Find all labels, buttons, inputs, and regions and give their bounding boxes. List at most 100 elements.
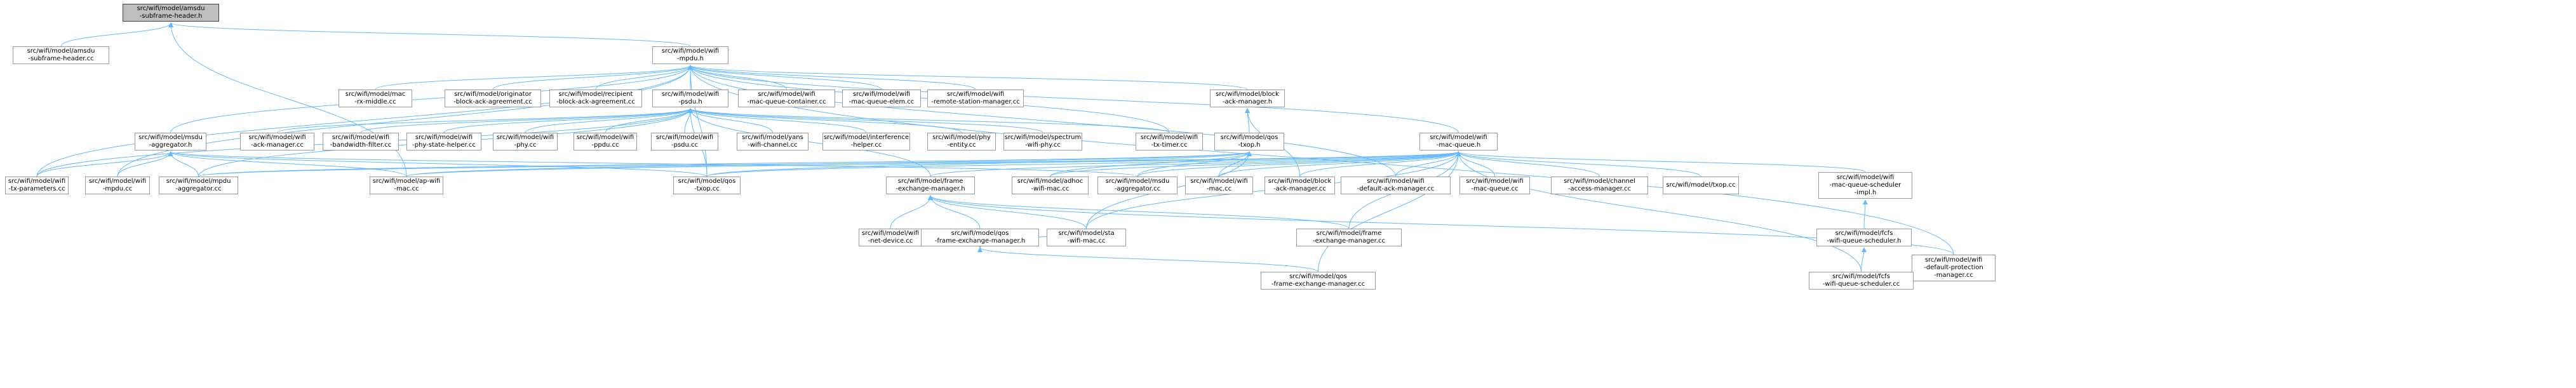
node-label-line: src/wifi/model/spectrum: [1004, 134, 1082, 141]
node-wifi-mac-queue-h[interactable]: src/wifi/model/wifi-mac-queue.h: [1419, 133, 1498, 151]
node-fcfs-wifi-queue-scheduler-h[interactable]: src/wifi/model/fcfs-wifi-queue-scheduler…: [1816, 229, 1912, 246]
node-wifi-remote-station-manager-cc[interactable]: src/wifi/model/wifi-remote-station-manag…: [927, 90, 1024, 107]
include-edge: [688, 108, 773, 133]
node-label-line: -wifi-queue-scheduler.h: [1827, 237, 1902, 244]
include-edge: [688, 108, 962, 133]
node-label-line: -psdu.cc: [671, 142, 699, 149]
include-edge: [1299, 151, 1461, 177]
include-edge: [688, 108, 1170, 133]
node-label-line: src/wifi/model/amsdu: [27, 48, 95, 55]
node-label-line: src/wifi/model/wifi: [88, 178, 147, 185]
node-label-line: -mac-queue-elem.cc: [849, 98, 915, 105]
node-wifi-net-device-cc[interactable]: src/wifi/model/wifi-net-device.cc: [859, 229, 922, 246]
node-channel-access-manager-cc[interactable]: src/wifi/model/channel-access-manager.cc: [1551, 177, 1648, 194]
include-edge: [36, 65, 693, 177]
node-label-line: src/wifi/model/wifi: [332, 134, 390, 141]
node-label-line: -mac-queue.h: [1436, 142, 1481, 149]
node-label-line: src/wifi/model/wifi: [415, 134, 473, 141]
node-interference-helper-cc[interactable]: src/wifi/model/interference-helper.cc: [822, 133, 910, 151]
node-wifi-bandwidth-filter-cc[interactable]: src/wifi/model/wifi-bandwidth-filter.cc: [323, 133, 399, 151]
node-mac-rx-middle-cc[interactable]: src/wifi/model/mac-rx-middle.cc: [339, 90, 412, 107]
node-label-line: src/wifi/model/wifi: [1190, 178, 1248, 185]
include-edge: [688, 65, 787, 90]
include-edge: [525, 108, 693, 133]
include-edge: [930, 151, 1461, 177]
node-amsdu-subframe-header-cc[interactable]: src/wifi/model/amsdu-subframe-header.cc: [13, 46, 109, 64]
node-block-ack-manager-cc[interactable]: src/wifi/model/block-ack-manager.cc: [1265, 177, 1335, 194]
node-label-line: -subframe-header.h: [139, 13, 203, 20]
node-wifi-mac-queue-container-cc[interactable]: src/wifi/model/wifi-mac-queue-container.…: [738, 90, 835, 107]
node-wifi-mpdu-cc[interactable]: src/wifi/model/wifi-mpdu.cc: [85, 177, 150, 194]
node-sta-wifi-mac-cc[interactable]: src/wifi/model/sta-wifi-mac.cc: [1047, 229, 1126, 246]
include-edge: [706, 151, 1252, 177]
node-frame-exchange-manager-h[interactable]: src/wifi/model/frame-exchange-manager.h: [886, 177, 975, 194]
node-wifi-psdu-h[interactable]: src/wifi/model/wifi-psdu.h: [652, 90, 728, 107]
include-edge: [890, 195, 933, 229]
node-label-line: -subframe-header.cc: [28, 55, 94, 62]
node-label-line: -rx-middle.cc: [354, 98, 396, 105]
node-label-line: -mpdu.h: [677, 55, 704, 62]
node-fcfs-wifi-queue-scheduler-cc[interactable]: src/wifi/model/fcfs-wifi-queue-scheduler…: [1809, 272, 1914, 290]
node-label-line: -wifi-mac.cc: [1031, 185, 1070, 192]
node-label-line: -wifi-phy.cc: [1025, 142, 1061, 149]
node-phy-entity-cc[interactable]: src/wifi/model/phy-entity.cc: [927, 133, 996, 151]
node-label-line: -impl.h: [1854, 189, 1877, 196]
include-edge: [406, 151, 1252, 177]
node-adhoc-wifi-mac-cc[interactable]: src/wifi/model/adhoc-wifi-mac.cc: [1012, 177, 1089, 194]
node-wifi-mac-queue-cc[interactable]: src/wifi/model/wifi-mac-queue.cc: [1459, 177, 1530, 194]
node-spectrum-wifi-phy-cc[interactable]: src/wifi/model/spectrum-wifi-phy.cc: [1003, 133, 1082, 151]
node-msdu-aggregator-h[interactable]: src/wifi/model/msdu-aggregator.h: [135, 133, 206, 151]
node-ap-wifi-mac-cc[interactable]: src/wifi/model/ap-wifi-mac.cc: [370, 177, 443, 194]
node-wifi-mpdu-h[interactable]: src/wifi/model/wifi-mpdu.h: [652, 46, 728, 64]
node-label-line: src/wifi/model/wifi: [1924, 257, 1983, 264]
node-wifi-default-protection-manager-cc[interactable]: src/wifi/model/wifi-default-protection-m…: [1912, 255, 1996, 281]
include-edge: [595, 65, 693, 90]
node-recipient-block-ack-agreement-cc[interactable]: src/wifi/model/recipient-block-ack-agree…: [549, 90, 642, 107]
node-label-line: src/wifi/model/mpdu: [166, 178, 231, 185]
node-msdu-aggregator-cc[interactable]: src/wifi/model/msdu-aggregator.cc: [1097, 177, 1177, 194]
include-edge: [168, 22, 691, 47]
include-edge: [688, 108, 1043, 133]
node-frame-exchange-manager-cc[interactable]: src/wifi/model/frame-exchange-manager.cc: [1296, 229, 1402, 246]
node-amsdu-subframe-header-h: src/wifi/model/amsdu-subframe-header.h: [123, 4, 219, 22]
include-edge: [688, 108, 867, 133]
node-wifi-phy-state-helper-cc[interactable]: src/wifi/model/wifi-phy-state-helper.cc: [406, 133, 481, 151]
node-wifi-mac-queue-elem-cc[interactable]: src/wifi/model/wifi-mac-queue-elem.cc: [842, 90, 921, 107]
node-label-line: src/wifi/model/adhoc: [1017, 178, 1083, 185]
include-edge: [706, 151, 1461, 177]
node-label-line: -ack-manager.cc: [1273, 185, 1326, 192]
node-txop-cc[interactable]: src/wifi/model/txop.cc: [1663, 177, 1739, 194]
include-edge: [688, 65, 882, 90]
node-wifi-phy-cc[interactable]: src/wifi/model/wifi-phy.cc: [493, 133, 558, 151]
node-wifi-mac-cc[interactable]: src/wifi/model/wifi-mac.cc: [1185, 177, 1253, 194]
node-qos-txop-h[interactable]: src/wifi/model/qos-txop.h: [1214, 133, 1284, 151]
include-edge: [1456, 151, 1701, 177]
node-qos-txop-cc[interactable]: src/wifi/model/qos-txop.cc: [673, 177, 741, 194]
include-edge: [977, 247, 1318, 272]
node-wifi-ack-manager-cc[interactable]: src/wifi/model/wifi-ack-manager.cc: [240, 133, 314, 151]
node-originator-block-ack-agreement-cc[interactable]: src/wifi/model/originator-block-ack-agre…: [445, 90, 541, 107]
node-wifi-psdu-cc[interactable]: src/wifi/model/wifi-psdu.cc: [651, 133, 718, 151]
node-label-line: src/wifi/model/msdu: [1105, 178, 1170, 185]
include-edge: [1050, 151, 1461, 177]
node-label-line: -aggregator.cc: [1114, 185, 1161, 192]
node-label-line: src/wifi/model/qos: [1220, 134, 1278, 141]
node-wifi-default-ack-manager-cc[interactable]: src/wifi/model/wifi-default-ack-manager.…: [1341, 177, 1451, 194]
node-label-line: -mac-queue-scheduler: [1829, 182, 1902, 189]
node-block-ack-manager-h[interactable]: src/wifi/model/block-ack-manager.h: [1210, 90, 1285, 107]
node-yans-wifi-channel-cc[interactable]: src/wifi/model/yans-wifi-channel.cc: [737, 133, 808, 151]
node-qos-frame-exchange-manager-cc[interactable]: src/wifi/model/qos-frame-exchange-manage…: [1261, 272, 1376, 290]
node-label-line: -phy-state-helper.cc: [412, 142, 476, 149]
node-label-line: src/wifi/model/wifi: [1836, 174, 1895, 181]
node-label-line: -aggregator.cc: [175, 185, 222, 192]
node-label-line: -exchange-manager.cc: [1313, 237, 1385, 244]
node-qos-frame-exchange-manager-h[interactable]: src/wifi/model/qos-frame-exchange-manage…: [921, 229, 1039, 246]
node-label-line: -ack-manager.h: [1222, 98, 1273, 105]
node-label-line: -tx-timer.cc: [1151, 142, 1188, 149]
node-wifi-tx-timer-cc[interactable]: src/wifi/model/wifi-tx-timer.cc: [1136, 133, 1203, 151]
include-edge: [1137, 151, 1461, 177]
node-wifi-tx-parameters-cc[interactable]: src/wifi/model/wifi-tx-parameters.cc: [5, 177, 69, 194]
node-wifi-ppdu-cc[interactable]: src/wifi/model/wifi-ppdu.cc: [574, 133, 637, 151]
node-wifi-mac-queue-scheduler-impl-h[interactable]: src/wifi/model/wifi-mac-queue-scheduler-…: [1818, 172, 1912, 199]
node-mpdu-aggregator-cc[interactable]: src/wifi/model/mpdu-aggregator.cc: [159, 177, 238, 194]
